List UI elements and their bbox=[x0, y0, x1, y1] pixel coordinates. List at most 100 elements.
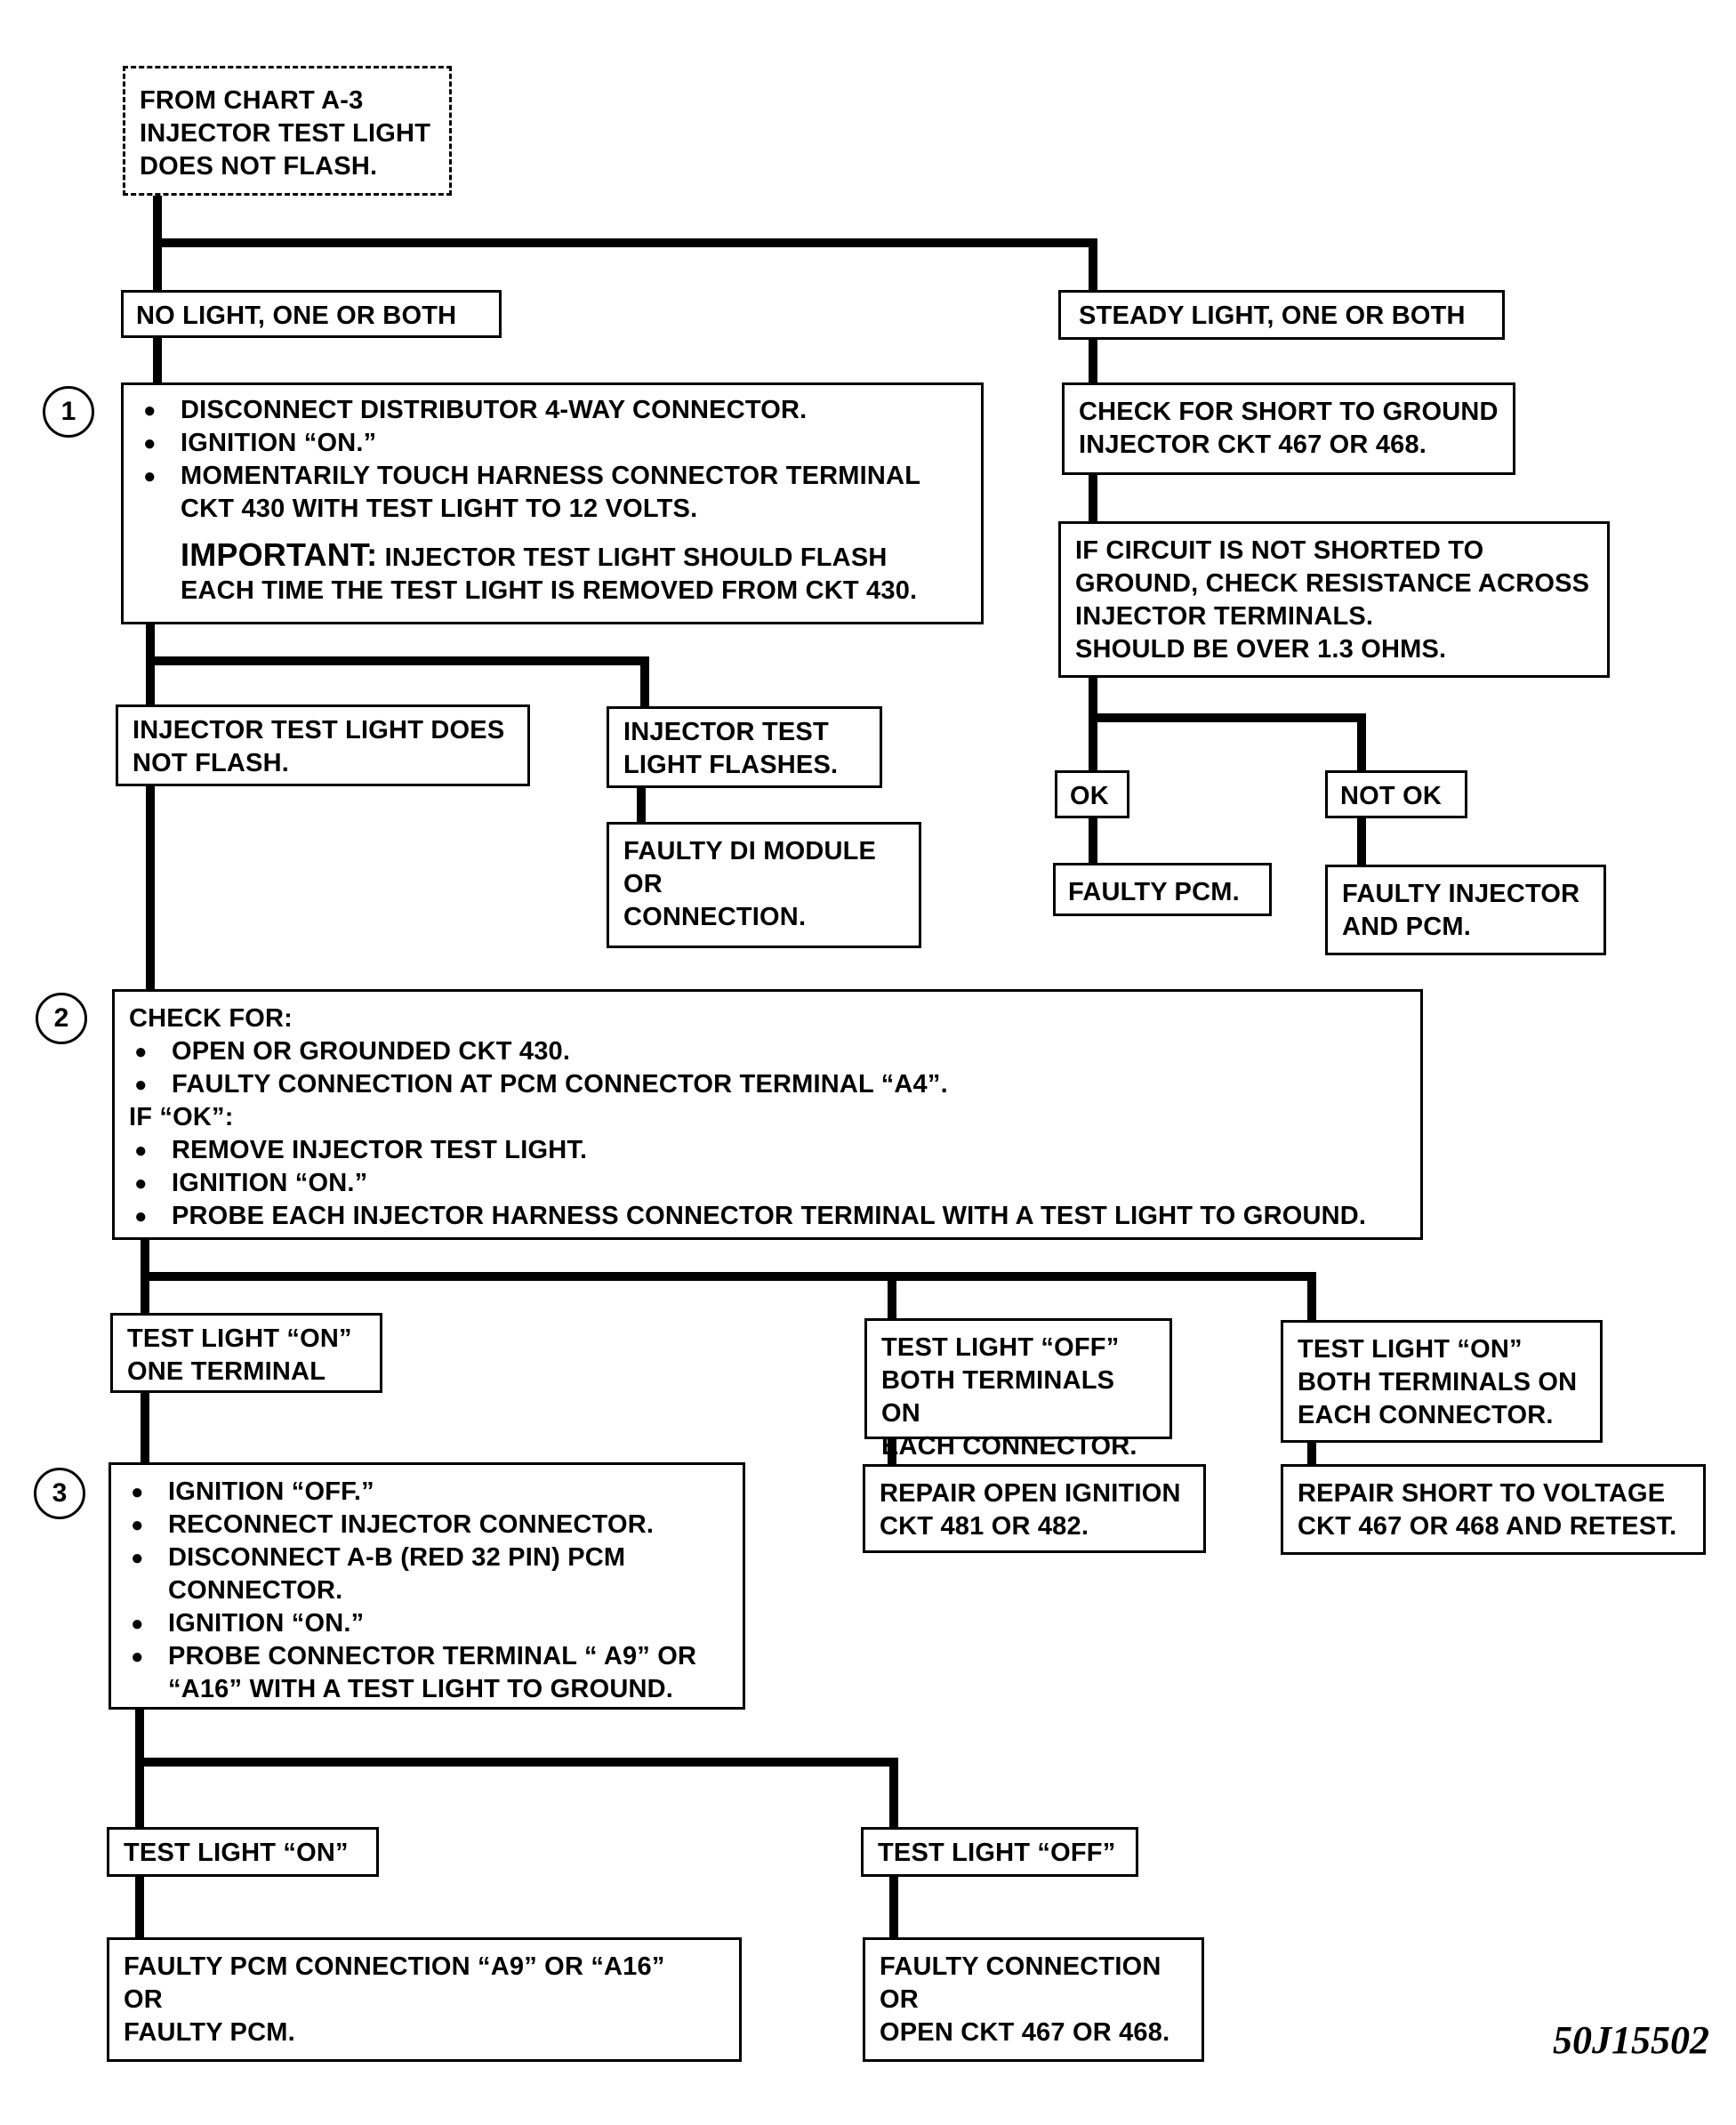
important-note: IMPORTANT: INJECTOR TEST LIGHT SHOULD FL… bbox=[138, 538, 967, 608]
repair-short-line: REPAIR SHORT TO VOLTAGE bbox=[1298, 1479, 1666, 1508]
on-both-line: BOTH TERMINALS ON bbox=[1298, 1368, 1578, 1397]
step-2-box: CHECK FOR: OPEN OR GROUNDED CKT 430. FAU… bbox=[112, 989, 1423, 1240]
step-3-bullet: IGNITION “OFF.” bbox=[125, 1476, 728, 1509]
faulty-di-line: CONNECTION. bbox=[623, 903, 807, 931]
figure-id: 50J15502 bbox=[1553, 2018, 1709, 2062]
step-3-marker: 3 bbox=[34, 1468, 85, 1519]
connector-line bbox=[1089, 338, 1097, 384]
faulty-injector-line: FAULTY INJECTOR bbox=[1342, 880, 1580, 908]
no-flash-line: INJECTOR TEST LIGHT DOES bbox=[133, 716, 505, 745]
off-both-line: BOTH TERMINALS ON bbox=[881, 1366, 1115, 1428]
light-off-box: TEST LIGHT “OFF” bbox=[861, 1827, 1138, 1877]
connector-line bbox=[1307, 1441, 1316, 1466]
important-text: INJECTOR TEST LIGHT SHOULD FLASH EACH TI… bbox=[181, 543, 918, 605]
light-on-box: TEST LIGHT “ON” bbox=[107, 1827, 379, 1877]
no-light-box: NO LIGHT, ONE OR BOTH bbox=[121, 290, 502, 338]
ok-label: OK bbox=[1070, 782, 1109, 810]
connector-line bbox=[1089, 817, 1097, 865]
step-3-bullet: IGNITION “ON.” bbox=[125, 1607, 728, 1640]
check-resistance-line: SHOULD BE OVER 1.3 OHMS. bbox=[1075, 635, 1447, 664]
faulty-connection-line: FAULTY CONNECTION bbox=[880, 1952, 1161, 1981]
step-3-bullet: PROBE CONNECTOR TERMINAL “ A9” OR “A16” … bbox=[125, 1640, 728, 1706]
ok-box: OK bbox=[1055, 770, 1129, 818]
on-both-box: TEST LIGHT “ON” BOTH TERMINALS ON EACH C… bbox=[1281, 1320, 1603, 1443]
faulty-connection-line: OPEN CKT 467 OR 468. bbox=[880, 2018, 1170, 2047]
steady-light-box: STEADY LIGHT, ONE OR BOTH bbox=[1058, 290, 1505, 340]
step-1-box: DISCONNECT DISTRIBUTOR 4-WAY CONNECTOR. … bbox=[121, 382, 984, 624]
no-flash-line: NOT FLASH. bbox=[133, 749, 289, 777]
connector-line bbox=[1357, 713, 1366, 772]
faulty-injector-line: AND PCM. bbox=[1342, 913, 1471, 941]
step-3-bullet: RECONNECT INJECTOR CONNECTOR. bbox=[125, 1509, 728, 1541]
check-short-box: CHECK FOR SHORT TO GROUND INJECTOR CKT 4… bbox=[1062, 382, 1515, 475]
step-2-bullet: IGNITION “ON.” bbox=[129, 1167, 1406, 1200]
start-line: INJECTOR TEST LIGHT bbox=[140, 119, 431, 148]
no-light-label: NO LIGHT, ONE OR BOTH bbox=[136, 302, 457, 330]
check-resistance-box: IF CIRCUIT IS NOT SHORTED TO GROUND, CHE… bbox=[1058, 521, 1610, 678]
faulty-pcm-connection-box: FAULTY PCM CONNECTION “A9” OR “A16” OR F… bbox=[107, 1937, 742, 2062]
start-line: FROM CHART A-3 bbox=[140, 86, 364, 115]
connector-line bbox=[135, 1758, 898, 1767]
faulty-injector-pcm-box: FAULTY INJECTOR AND PCM. bbox=[1325, 865, 1606, 955]
faulty-pcm-box: FAULTY PCM. bbox=[1053, 863, 1272, 916]
faulty-di-line: FAULTY DI MODULE bbox=[623, 837, 877, 865]
step-1-bullet: DISCONNECT DISTRIBUTOR 4-WAY CONNECTOR. bbox=[138, 394, 967, 427]
check-resistance-line: GROUND, CHECK RESISTANCE ACROSS bbox=[1075, 569, 1590, 598]
faulty-pcm-connection-line: FAULTY PCM. bbox=[124, 2018, 295, 2047]
flashes-box: INJECTOR TEST LIGHT FLASHES. bbox=[607, 706, 882, 788]
connector-line bbox=[888, 1437, 896, 1466]
step-3-box: IGNITION “OFF.” RECONNECT INJECTOR CONNE… bbox=[108, 1462, 745, 1710]
on-both-line: TEST LIGHT “ON” bbox=[1298, 1335, 1523, 1364]
step-3-bullet: DISCONNECT A-B (RED 32 PIN) PCM CONNECTO… bbox=[125, 1541, 728, 1607]
faulty-connection-open-box: FAULTY CONNECTION OR OPEN CKT 467 OR 468… bbox=[863, 1937, 1204, 2062]
flashes-line: LIGHT FLASHES. bbox=[623, 751, 839, 779]
connector-line bbox=[141, 1272, 1316, 1281]
connector-line bbox=[146, 785, 155, 991]
step-2-bullet: PROBE EACH INJECTOR HARNESS CONNECTOR TE… bbox=[129, 1200, 1406, 1233]
step-1-marker: 1 bbox=[43, 386, 94, 438]
on-both-line: EACH CONNECTOR. bbox=[1298, 1401, 1554, 1429]
not-ok-box: NOT OK bbox=[1325, 770, 1467, 818]
connector-line bbox=[153, 238, 1097, 247]
faulty-pcm-connection-line: OR bbox=[124, 1985, 163, 2014]
connector-line bbox=[1089, 713, 1366, 722]
no-flash-box: INJECTOR TEST LIGHT DOES NOT FLASH. bbox=[116, 704, 530, 786]
off-both-line: EACH CONNECTOR. bbox=[881, 1432, 1137, 1461]
on-one-line: TEST LIGHT “ON” bbox=[127, 1324, 352, 1353]
connector-line bbox=[141, 1375, 149, 1464]
connector-line bbox=[135, 1708, 144, 1829]
repair-open-line: REPAIR OPEN IGNITION bbox=[880, 1479, 1181, 1508]
check-short-line: CHECK FOR SHORT TO GROUND bbox=[1079, 398, 1499, 426]
step-1-bullet: MOMENTARILY TOUCH HARNESS CONNECTOR TERM… bbox=[138, 460, 967, 526]
step-2-heading: CHECK FOR: bbox=[129, 1004, 293, 1033]
connector-line bbox=[146, 656, 649, 665]
connector-line bbox=[153, 336, 162, 384]
connector-line bbox=[889, 1758, 898, 1829]
step-2-bullet: FAULTY CONNECTION AT PCM CONNECTOR TERMI… bbox=[129, 1068, 1406, 1101]
connector-line bbox=[1307, 1272, 1316, 1322]
connector-line bbox=[637, 786, 646, 824]
faulty-pcm-connection-line: FAULTY PCM CONNECTION “A9” OR “A16” bbox=[124, 1952, 665, 1981]
step-2-bullet: REMOVE INJECTOR TEST LIGHT. bbox=[129, 1134, 1406, 1167]
connector-line bbox=[1089, 238, 1097, 292]
faulty-pcm-label: FAULTY PCM. bbox=[1068, 878, 1240, 906]
repair-open-line: CKT 481 OR 482. bbox=[880, 1512, 1089, 1541]
light-on-label: TEST LIGHT “ON” bbox=[124, 1839, 349, 1867]
check-resistance-line: INJECTOR TERMINALS. bbox=[1075, 602, 1374, 631]
faulty-di-line: OR bbox=[623, 870, 663, 898]
on-one-terminal-box: TEST LIGHT “ON” ONE TERMINAL bbox=[110, 1313, 382, 1393]
flashes-line: INJECTOR TEST bbox=[623, 718, 829, 746]
connector-line bbox=[888, 1272, 896, 1320]
step-2-bullet: OPEN OR GROUNDED CKT 430. bbox=[129, 1035, 1406, 1068]
connector-line bbox=[135, 1873, 144, 1939]
connector-line bbox=[640, 656, 649, 708]
on-one-line: ONE TERMINAL bbox=[127, 1357, 326, 1386]
light-off-label: TEST LIGHT “OFF” bbox=[878, 1839, 1116, 1867]
faulty-di-box: FAULTY DI MODULE OR CONNECTION. bbox=[607, 822, 921, 948]
faulty-connection-line: OR bbox=[880, 1985, 919, 2014]
check-resistance-line: IF CIRCUIT IS NOT SHORTED TO bbox=[1075, 536, 1484, 565]
start-line: DOES NOT FLASH. bbox=[140, 152, 378, 181]
connector-line bbox=[1089, 676, 1097, 772]
not-ok-label: NOT OK bbox=[1340, 782, 1442, 810]
off-both-box: TEST LIGHT “OFF” BOTH TERMINALS ON EACH … bbox=[864, 1318, 1172, 1461]
